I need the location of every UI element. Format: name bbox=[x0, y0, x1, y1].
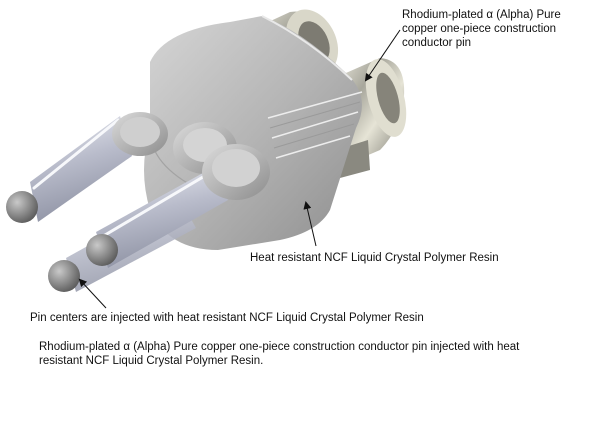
conductor-pin-arrow bbox=[364, 29, 401, 82]
caption: Rhodium-plated α (Alpha) Pure copper one… bbox=[39, 341, 520, 367]
pin-centers-label: Pin centers are injected with heat resis… bbox=[30, 312, 424, 324]
conductor-pin-label: Rhodium-plated α (Alpha) Pure copper one… bbox=[402, 9, 561, 49]
resin-body-label: Heat resistant NCF Liquid Crystal Polyme… bbox=[250, 252, 499, 264]
lower-pins bbox=[48, 144, 270, 292]
upper-pin bbox=[6, 112, 168, 223]
resin-body-arrow bbox=[303, 201, 317, 247]
pin-centers-arrow bbox=[78, 278, 107, 309]
